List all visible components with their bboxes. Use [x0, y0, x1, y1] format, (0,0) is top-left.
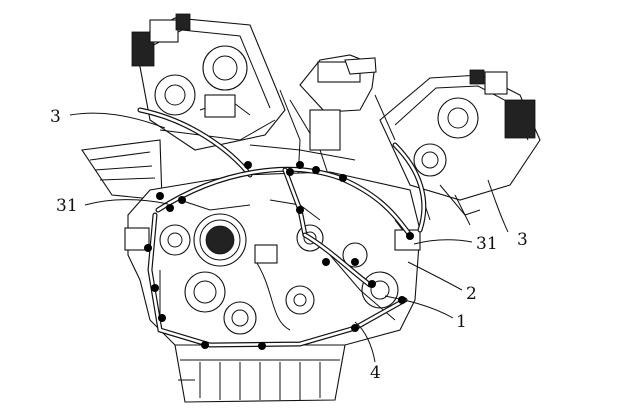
- callout-labels: 3 31 31 3 2 1 4: [50, 107, 528, 383]
- left-cylinder-head: [131, 13, 286, 151]
- callout-4: 4: [370, 363, 381, 383]
- callout-3-right: 3: [517, 230, 528, 250]
- engine-drawing: [81, 13, 541, 403]
- leader-lines: [69, 112, 509, 363]
- crankcase: [124, 171, 421, 349]
- callout-3-left: 3: [50, 107, 61, 127]
- callout-31-left: 31: [56, 196, 78, 216]
- right-cylinder-head: [379, 69, 541, 226]
- callout-1: 1: [456, 312, 467, 332]
- connection-dots: [144, 161, 414, 350]
- callout-31-right: 31: [476, 234, 498, 254]
- callout-2: 2: [466, 284, 477, 304]
- oil-pan: [174, 344, 346, 403]
